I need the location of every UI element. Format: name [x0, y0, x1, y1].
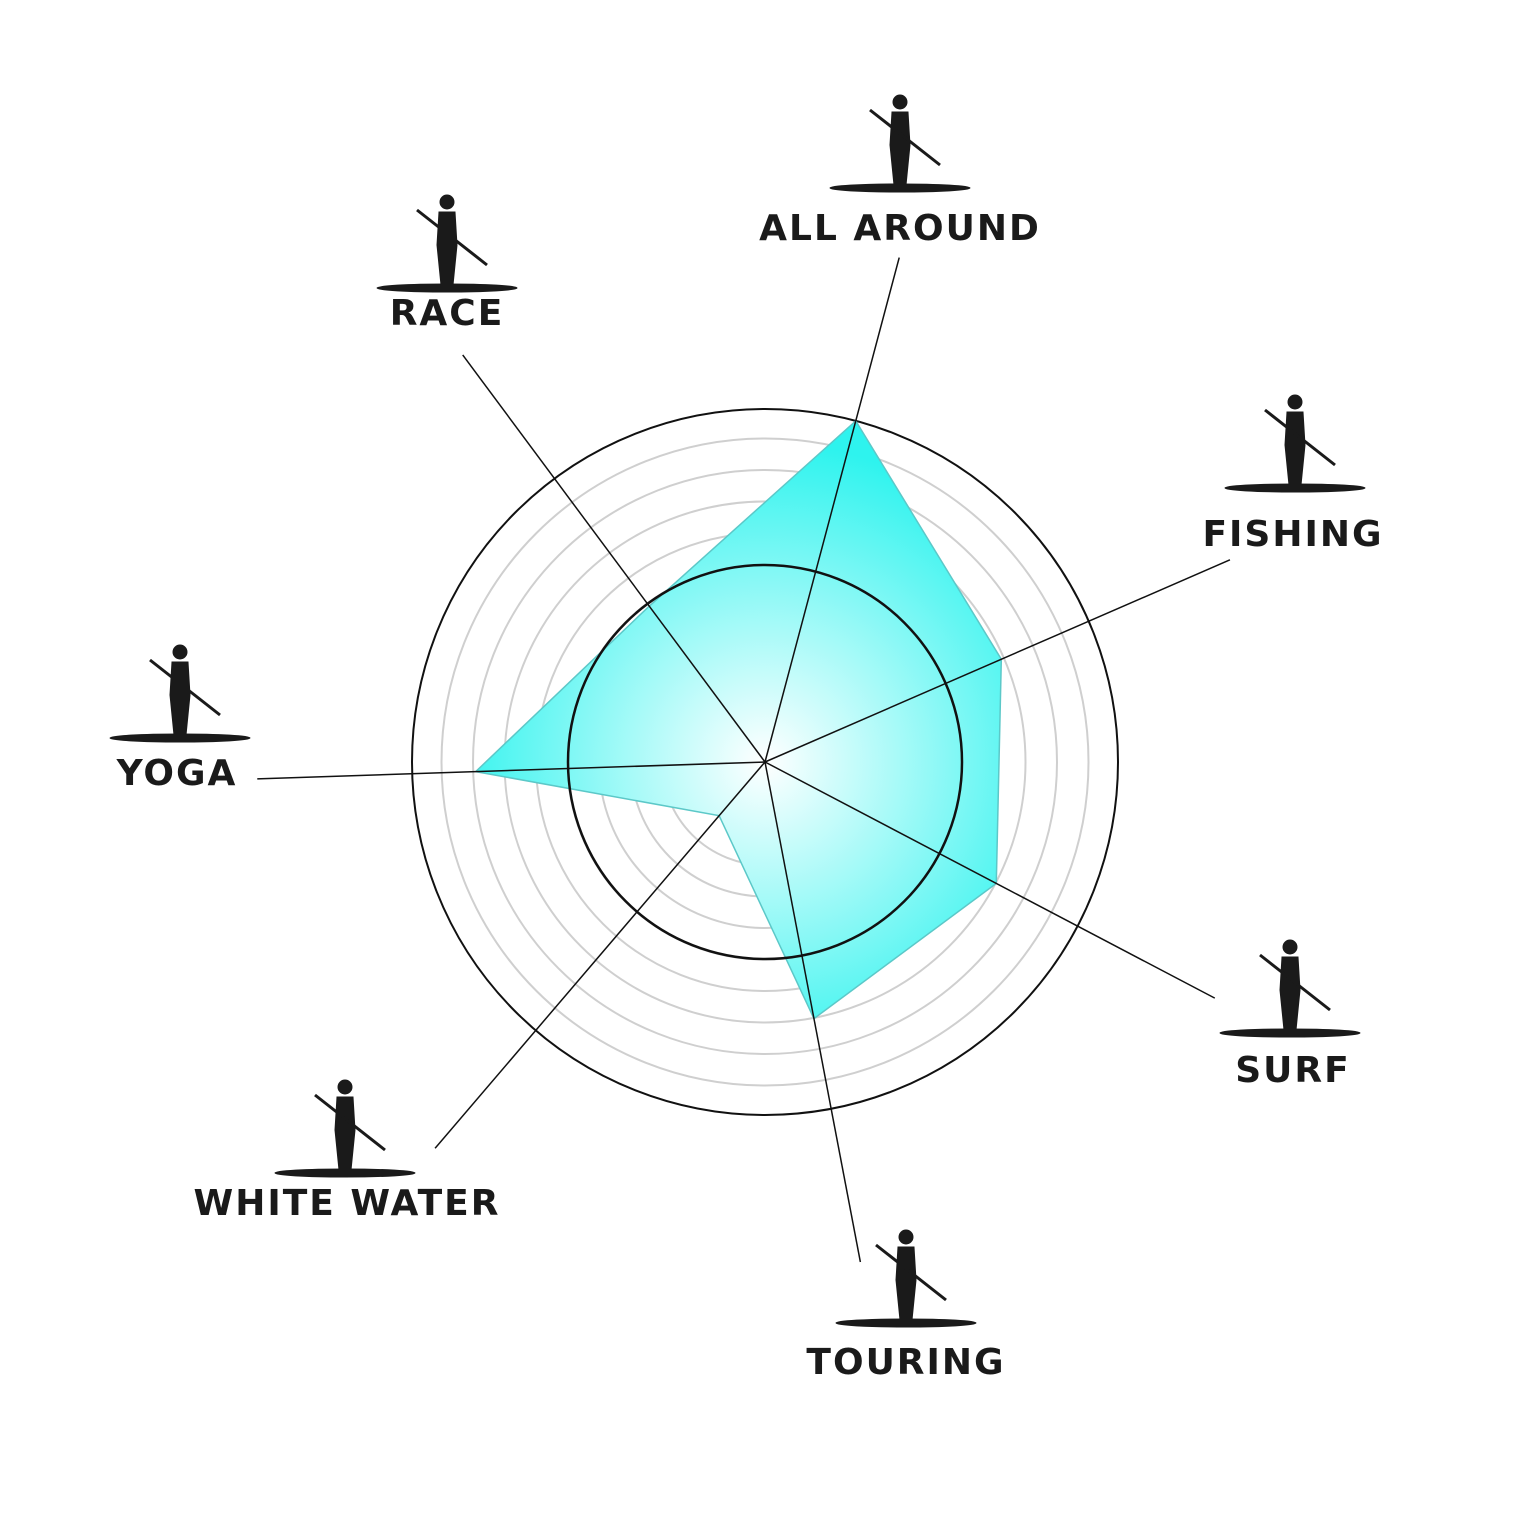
axis-label: YOGA: [116, 753, 238, 794]
fly-fishing-icon: [1224, 394, 1366, 493]
standing-paddler-icon: [829, 94, 971, 193]
axis-label: TOURING: [806, 1342, 1005, 1383]
axis-label: FISHING: [1202, 514, 1383, 555]
axis-label: ALL AROUND: [759, 208, 1041, 249]
grid-ring: [472, 469, 1058, 1055]
axis-label: SURF: [1235, 1050, 1350, 1091]
grid-ring: [440, 437, 1090, 1087]
axis-line: [434, 761, 766, 1149]
axis-line: [257, 761, 766, 780]
axis-line: [764, 257, 900, 763]
inner-ring: [566, 563, 964, 961]
outer-ring: [411, 408, 1119, 1116]
axis-label: RACE: [390, 293, 505, 334]
surfer-icon: [1219, 939, 1361, 1038]
touring-paddler-icon: [835, 1229, 977, 1328]
axis-line: [764, 761, 862, 1263]
axis-label: WHITE WATER: [194, 1183, 501, 1224]
yoga-pose-icon: [109, 644, 251, 743]
axis-line: [764, 559, 1231, 763]
whitewater-paddler-icon: [274, 1079, 416, 1178]
axis-line: [764, 761, 1216, 999]
race-paddler-icon: [376, 194, 518, 293]
data-polygon: [474, 419, 1003, 1020]
axis-line: [462, 354, 766, 763]
